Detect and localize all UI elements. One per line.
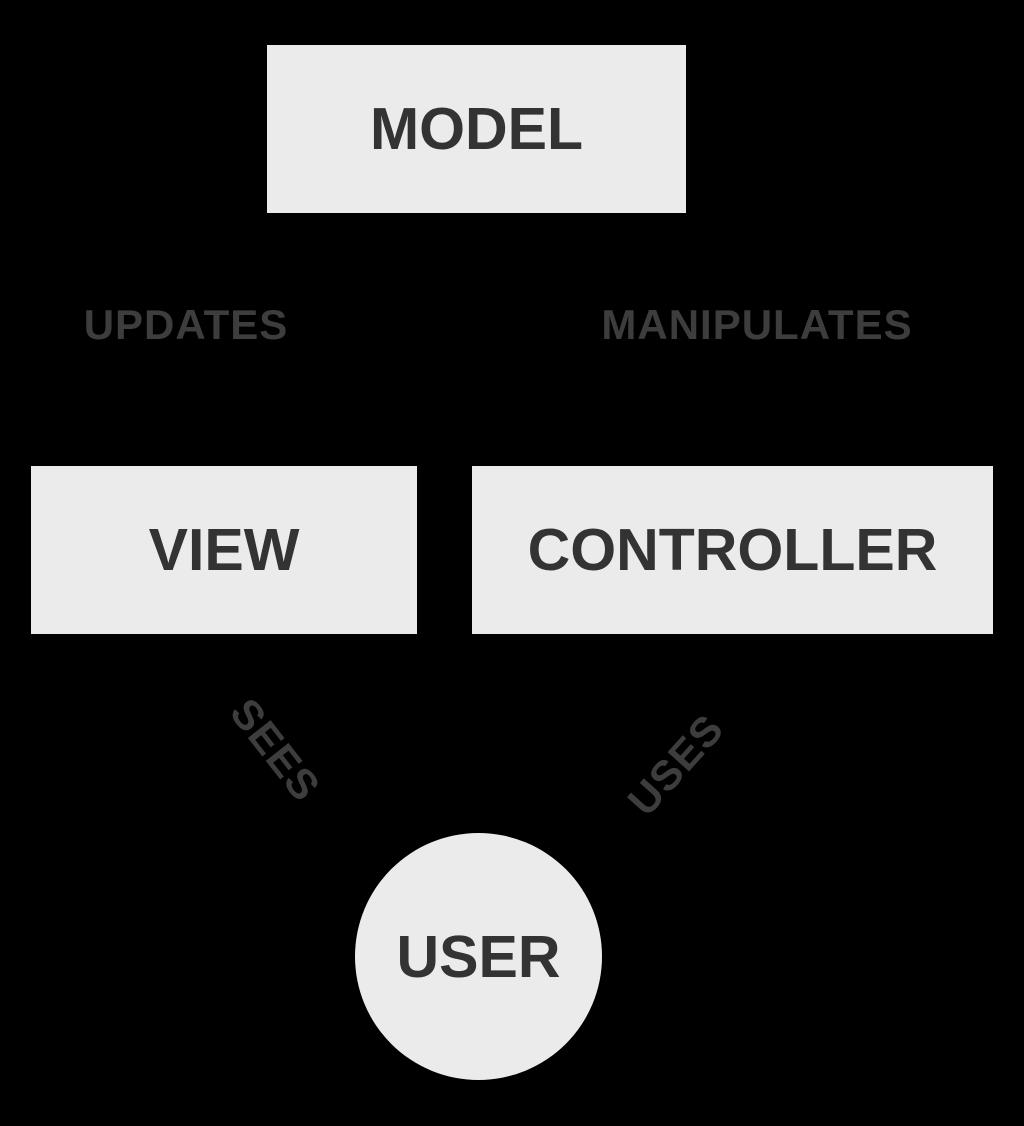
model-node: MODEL bbox=[267, 45, 686, 213]
manipulates-edge-label: MANIPULATES bbox=[601, 301, 913, 348]
sees-edge-label: SEES bbox=[221, 689, 330, 810]
user-node: USER bbox=[355, 833, 602, 1080]
user-node-label: USER bbox=[396, 923, 561, 990]
updates-edge-label: UPDATES bbox=[83, 301, 289, 348]
controller-node: CONTROLLER bbox=[472, 466, 993, 634]
view-node-label: VIEW bbox=[148, 517, 300, 583]
uses-edge-label: USES bbox=[618, 704, 733, 825]
model-node-label: MODEL bbox=[369, 96, 584, 162]
view-node: VIEW bbox=[31, 466, 417, 634]
controller-node-label: CONTROLLER bbox=[527, 517, 938, 583]
